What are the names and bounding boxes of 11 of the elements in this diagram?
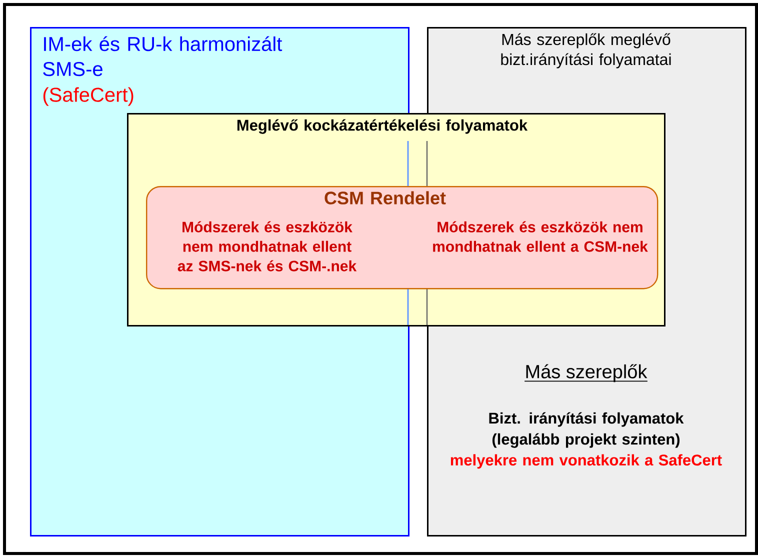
heading: Meglévő kockázatértékelési folyamatok [237, 119, 528, 134]
description: Módszerek és eszközök nem mondhatnak ellent a CSM-nek [433, 221, 648, 252]
heading: IM-ek és RU-k harmonizált SMS-e [43, 36, 282, 76]
heading: Más szereplők [524, 364, 648, 382]
heading: Más szereplők meglévő bizt.irányítási folyamatai [501, 33, 671, 68]
note: (SafeCert) [43, 87, 134, 106]
note: melyekre nem vonatkozik a SafeCert [450, 454, 722, 469]
heading: CSM Rendelet [324, 191, 446, 204]
rounded-box [146, 186, 658, 290]
description: Bizt. irányítási folyamatok (legalább projekt szinten) [489, 412, 684, 448]
description: Módszerek és eszközök nem mondhatnak ellent az SMS-nek és CSM-.nek [178, 221, 357, 272]
